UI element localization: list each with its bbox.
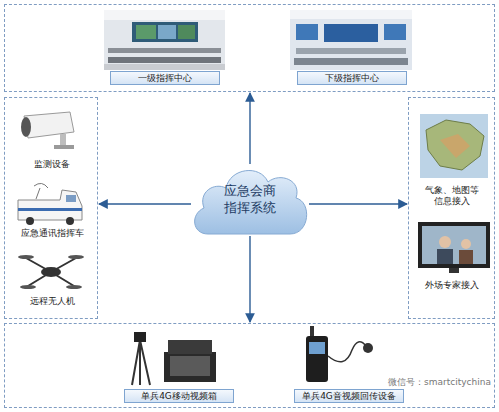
drone-icon-part <box>20 285 36 289</box>
radio-icon-part <box>309 342 325 354</box>
monitor-icon-part <box>449 268 459 273</box>
connector-arrow <box>99 203 191 204</box>
caption-box: 下级指挥中心 <box>297 71 407 86</box>
system-title: 应急会商 指挥系统 <box>222 183 278 217</box>
monitor-icon-part <box>461 239 471 249</box>
drone-icon-part <box>66 285 82 289</box>
control-room-photo-part <box>104 10 225 70</box>
radio-icon <box>306 326 373 382</box>
map-icon-part <box>426 120 484 170</box>
control-room-photo-part <box>104 64 225 70</box>
video-case-icon <box>132 332 216 385</box>
control-room-photo-part <box>178 25 195 39</box>
radio-icon-part <box>306 336 328 382</box>
command-van-icon-part <box>18 190 82 220</box>
radio-icon-part <box>363 343 373 353</box>
drone-icon <box>18 255 84 289</box>
control-room-photo-part <box>132 22 198 42</box>
camera-icon-part <box>60 134 66 146</box>
caption-box: 单兵4G音视频回传设备 <box>294 389 404 404</box>
camera-icon <box>21 112 74 149</box>
map-icon-part <box>420 114 488 178</box>
camera-icon-part <box>24 112 74 138</box>
device-label: 外场专家接入 <box>425 280 479 291</box>
monitor-icon-part <box>418 222 490 268</box>
video-case-icon-part <box>132 340 150 385</box>
control-room-photo-part <box>296 24 318 40</box>
drone-icon-part <box>18 255 34 259</box>
watermark: 微信号：smartcitychina <box>388 376 491 389</box>
video-case-icon-part <box>164 352 216 382</box>
command-van-icon <box>18 183 82 225</box>
command-van-icon-part <box>34 183 48 199</box>
video-case-icon-part <box>134 332 146 342</box>
control-room-photo-part <box>384 24 406 40</box>
command-van-icon-part <box>66 195 76 202</box>
caption-box: 一级指挥中心 <box>110 71 220 86</box>
control-room-photo <box>104 10 225 70</box>
camera-icon-part <box>21 117 31 137</box>
control-room-photo-part <box>290 10 412 19</box>
cloud-outline <box>195 171 307 234</box>
monitor-icon-part <box>459 250 473 264</box>
caption-box: 单兵4G移动视频箱 <box>124 389 234 404</box>
field-device-panel: 监测设备应急通讯指挥车远程无人机 <box>4 97 98 319</box>
drone-icon-part <box>26 258 76 286</box>
radio-icon-part <box>328 342 366 362</box>
camera-icon-part <box>54 145 74 149</box>
command-center-panel: 一级指挥中心 下级指挥中心 <box>4 4 495 92</box>
device-label: 气象、地图等 信息接入 <box>424 185 481 207</box>
control-room-photo-part <box>296 48 406 54</box>
portable-device-panel: 单兵4G移动视频箱 单兵4G音视频回传设备 <box>4 323 495 408</box>
map-icon <box>420 114 488 178</box>
control-room-photo-part <box>290 10 412 70</box>
control-room-photo <box>290 10 412 70</box>
control-room-photo-part <box>136 25 156 39</box>
info-access-panel: 气象、地图等 信息接入外场专家接入 <box>408 97 495 319</box>
connector-arrow <box>249 93 250 164</box>
control-room-photo-part <box>108 48 221 53</box>
map-icon-part <box>440 134 470 158</box>
video-case-icon-part <box>168 340 212 354</box>
monitor-icon-part <box>437 249 453 264</box>
device-label: 应急通讯指挥车 <box>21 228 84 239</box>
command-van-icon-part <box>18 208 82 211</box>
radio-icon-part <box>310 326 314 336</box>
monitor-icon-part <box>422 226 486 264</box>
command-van-icon-part <box>26 217 34 225</box>
control-room-photo-part <box>158 25 176 39</box>
device-label: 监测设备 <box>34 159 70 170</box>
command-system-cloud: 应急会商 指挥系统 <box>188 160 312 240</box>
control-room-photo-part <box>294 58 408 65</box>
control-room-photo-part <box>104 10 225 20</box>
drone-icon-part <box>68 255 84 259</box>
device-label: 远程无人机 <box>30 296 75 307</box>
video-case-icon-part <box>170 356 210 376</box>
connector-arrow <box>249 236 250 322</box>
control-room-photo-part <box>324 24 378 42</box>
monitor-icon-part <box>439 236 451 248</box>
monitor-icon <box>418 222 490 273</box>
connector-arrow <box>309 203 407 204</box>
control-room-photo-part <box>108 57 221 63</box>
command-van-icon-part <box>66 217 74 225</box>
